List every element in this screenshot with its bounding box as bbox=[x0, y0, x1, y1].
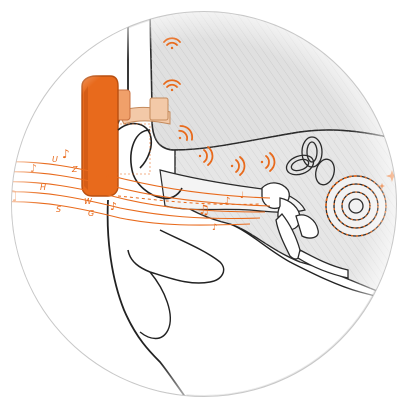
diagram-canvas: ♫ ♪ ♪ ♫ ♪ ♫ ♪ ♩ ♪ U H S G W Z bbox=[0, 0, 406, 398]
ear-illustration: ♫ ♪ ♪ ♫ ♪ ♫ ♪ ♩ ♪ U H S G W Z bbox=[0, 0, 406, 398]
